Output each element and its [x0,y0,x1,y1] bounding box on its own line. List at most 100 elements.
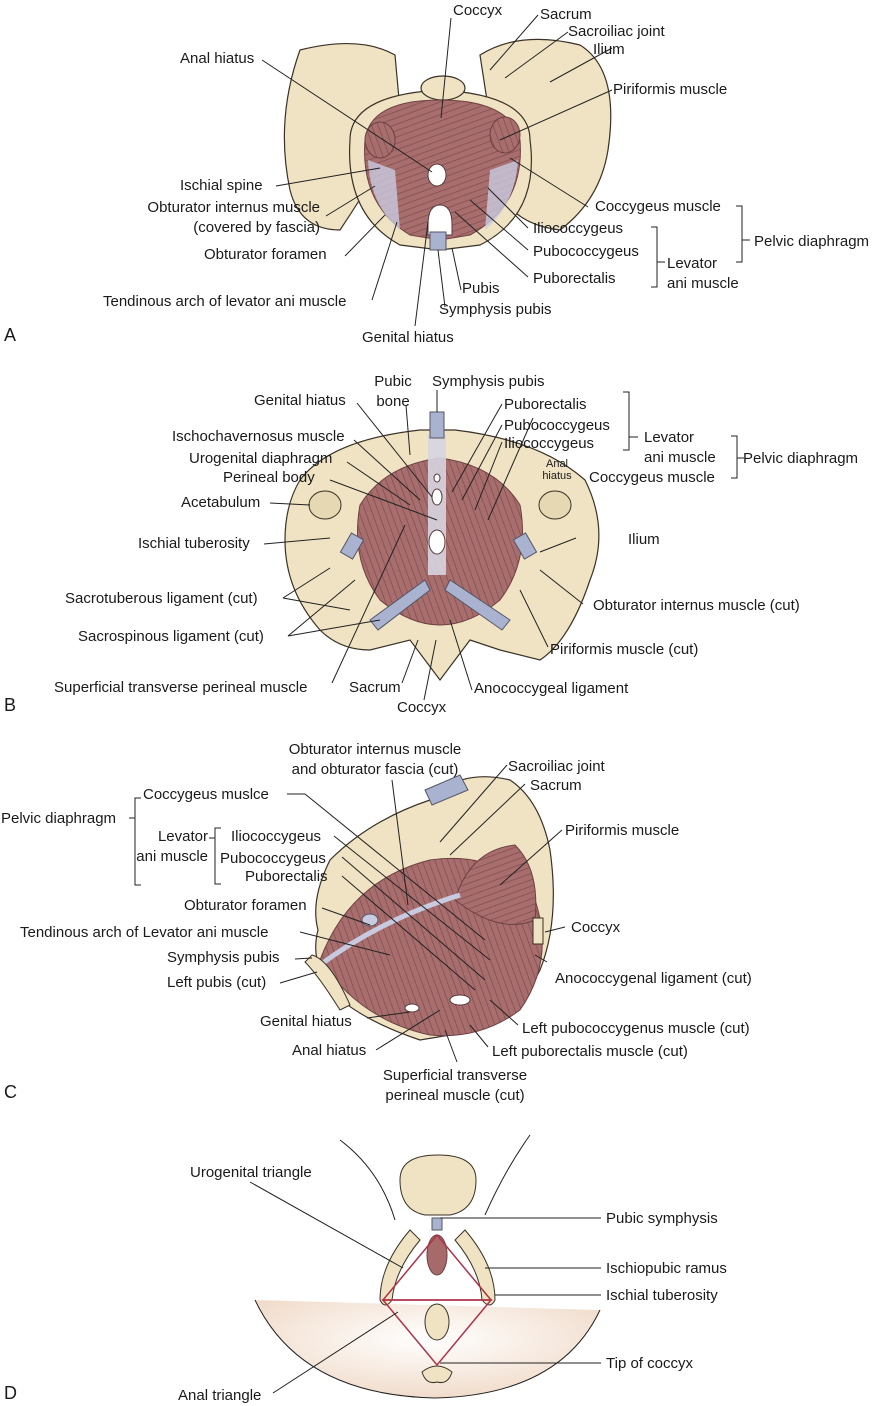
left-ilium-bone [283,43,401,231]
label-sacroiliac-joint-c: Sacroiliac joint [508,758,605,775]
label-coccygeus-muscle-c: Coccygeus muslce [143,786,269,803]
obturator-fascia-left [368,160,400,230]
label-obturator-internus-c-line2: and obturator fascia (cut) [291,761,459,778]
label-coccyx-c: Coccyx [571,919,621,936]
anal-hiatus-opening [427,163,447,187]
sacroiliac-joint-cartilage [424,774,469,806]
anal-triangle-outline [381,1299,493,1367]
label-anococcygeal-ligament: Anococcygeal ligament [474,680,629,697]
label-iliococcygeus-b: Iliococcygeus [504,435,595,452]
genital-hiatus-c [404,1003,420,1013]
symphysis-pubis-cartilage [429,411,445,439]
label-pubic-bone-line1: Pubic [374,373,412,390]
pubic-mound [399,1154,477,1216]
coccyx-c [532,917,544,945]
label-superficial-transverse-b: Superficial transverse perineal muscle [54,679,308,696]
label-ischial-tuberosity-b: Ischial tuberosity [138,535,250,552]
label-ischial-spine: Ischial spine [180,177,263,194]
label-levator-ani-c: Levator ani muscle [120,828,208,865]
label-obturator-internus-c-line1: Obturator internus muscle [288,741,462,758]
label-piriformis-muscle: Piriformis muscle [613,81,728,98]
label-anal-hiatus-b-line2: hiatus [542,470,572,482]
label-sacrospinous-ligament: Sacrospinous ligament (cut) [78,628,264,645]
label-pubic-bone-line2: bone [376,393,410,410]
label-levator-line1: Levator [667,255,718,272]
anal-opening [428,529,446,555]
label-puborectalis: Puborectalis [533,270,616,287]
acetabulum-right [538,490,572,520]
label-levator-c-line2: ani muscle [136,848,208,865]
label-left-pubococcygenus: Left pubococcygenus muscle (cut) [522,1020,750,1037]
label-left-pubis: Left pubis (cut) [167,974,267,991]
piriformis-right [489,116,521,154]
label-anal-hiatus-c: Anal hiatus [292,1042,367,1059]
sacrospinous-ligament-left [369,579,431,631]
ischiopubic-ramus-right [454,1229,496,1306]
symphysis-pubis-cartilage [429,231,447,251]
vaginal-opening [431,488,443,506]
label-coccygeus-muscle: Coccygeus muscle [595,198,721,215]
panel-letter-b: B [4,695,17,715]
ischiopubic-ramus-left [379,1229,421,1306]
label-puborectalis-b: Puborectalis [504,396,587,413]
buttock-outline [254,1299,601,1399]
label-ischial-tuberosity-d: Ischial tuberosity [606,1287,718,1304]
label-pubococcygeus: Pubococcygeus [533,243,639,260]
label-superficial-c-line2: perineal muscle (cut) [385,1087,525,1104]
pubic-symphysis-d [431,1217,443,1231]
label-anal-hiatus-b-line1: Anal [545,458,569,470]
label-levator-line2: ani muscle [667,275,739,292]
label-ischiocavernosus-muscle: Ischochavernosus muscle [172,428,345,445]
label-coccyx: Coccyx [453,2,503,19]
label-symphysis-pubis-b: Symphysis pubis [432,373,545,390]
label-piriformis-muscle-c: Piriformis muscle [565,822,680,839]
label-obturator-internus-b: Obturator internus muscle (cut) [593,597,800,614]
label-left-puborectalis: Left puborectalis muscle (cut) [492,1043,688,1060]
label-puborectalis-c: Puborectalis [245,868,328,885]
label-obturator-internus-line1: Obturator internus muscle [147,199,320,216]
label-ilium: Ilium [593,41,625,58]
label-superficial-c-line1: Superficial transverse [382,1067,528,1084]
label-superficial-transverse-c: Superficial transverse perineal muscle (… [350,1067,560,1104]
label-sacrum: Sacrum [540,6,592,23]
sacrospinous-ligament-right [444,579,511,631]
label-symphysis-pubis-c: Symphysis pubis [167,949,280,966]
label-levator-ani-b: Levator ani muscle [644,429,716,466]
perineal-muscle [426,1234,448,1276]
label-pubococcygeus-b: Pubococcygeus [504,417,610,434]
acetabulum-left [308,490,342,520]
label-coccygeus-muscle-b: Coccygeus muscle [589,469,715,486]
label-pelvic-diaphragm-c: Pelvic diaphragm [1,810,117,827]
label-obturator-foramen-c: Obturator foramen [184,897,307,914]
label-anococcygenal-ligament: Anococcygenal ligament (cut) [555,970,752,987]
sacrotuberous-ligament-right [512,532,538,560]
label-piriformis-muscle-b: Piriformis muscle (cut) [550,641,699,658]
panel-a-drawing [283,38,612,251]
label-sacroiliac-joint: Sacroiliac joint [568,23,665,40]
panel-d-drawing [254,1134,601,1399]
label-urogenital-diaphragm: Urogenital diaphragm [189,450,333,467]
urethra-opening [433,473,441,483]
label-pubococcygeus-c: Pubococcygeus [220,850,326,867]
label-obturator-internus-line2: (covered by fascia) [193,219,320,236]
label-pubis: Pubis [462,280,500,297]
label-pubic-symphysis-d: Pubic symphysis [606,1210,718,1227]
piriformis-muscle [454,844,537,925]
coccyx-tip-d [421,1365,453,1383]
anal-sphincter [424,1303,450,1341]
label-obturator-internus: Obturator internus muscle (covered by fa… [110,199,320,236]
label-levator-b-line2: ani muscle [644,449,716,466]
label-iliococcygeus-c: Iliococcygeus [231,828,322,845]
label-perineal-body: Perineal body [223,469,315,486]
piriformis-left [364,121,396,159]
label-coccyx-b: Coccyx [397,699,447,716]
label-ischiopubic-ramus: Ischiopubic ramus [606,1260,727,1277]
label-levator-b-line1: Levator [644,429,695,446]
label-pelvic-diaphragm-b: Pelvic diaphragm [743,450,859,467]
label-anal-hiatus: Anal hiatus [180,50,255,67]
label-sacrotuberous-ligament: Sacrotuberous ligament (cut) [65,590,258,607]
label-anal-triangle: Anal triangle [178,1387,262,1404]
label-sacrum-c: Sacrum [530,777,582,794]
label-genital-hiatus-c: Genital hiatus [260,1013,352,1030]
